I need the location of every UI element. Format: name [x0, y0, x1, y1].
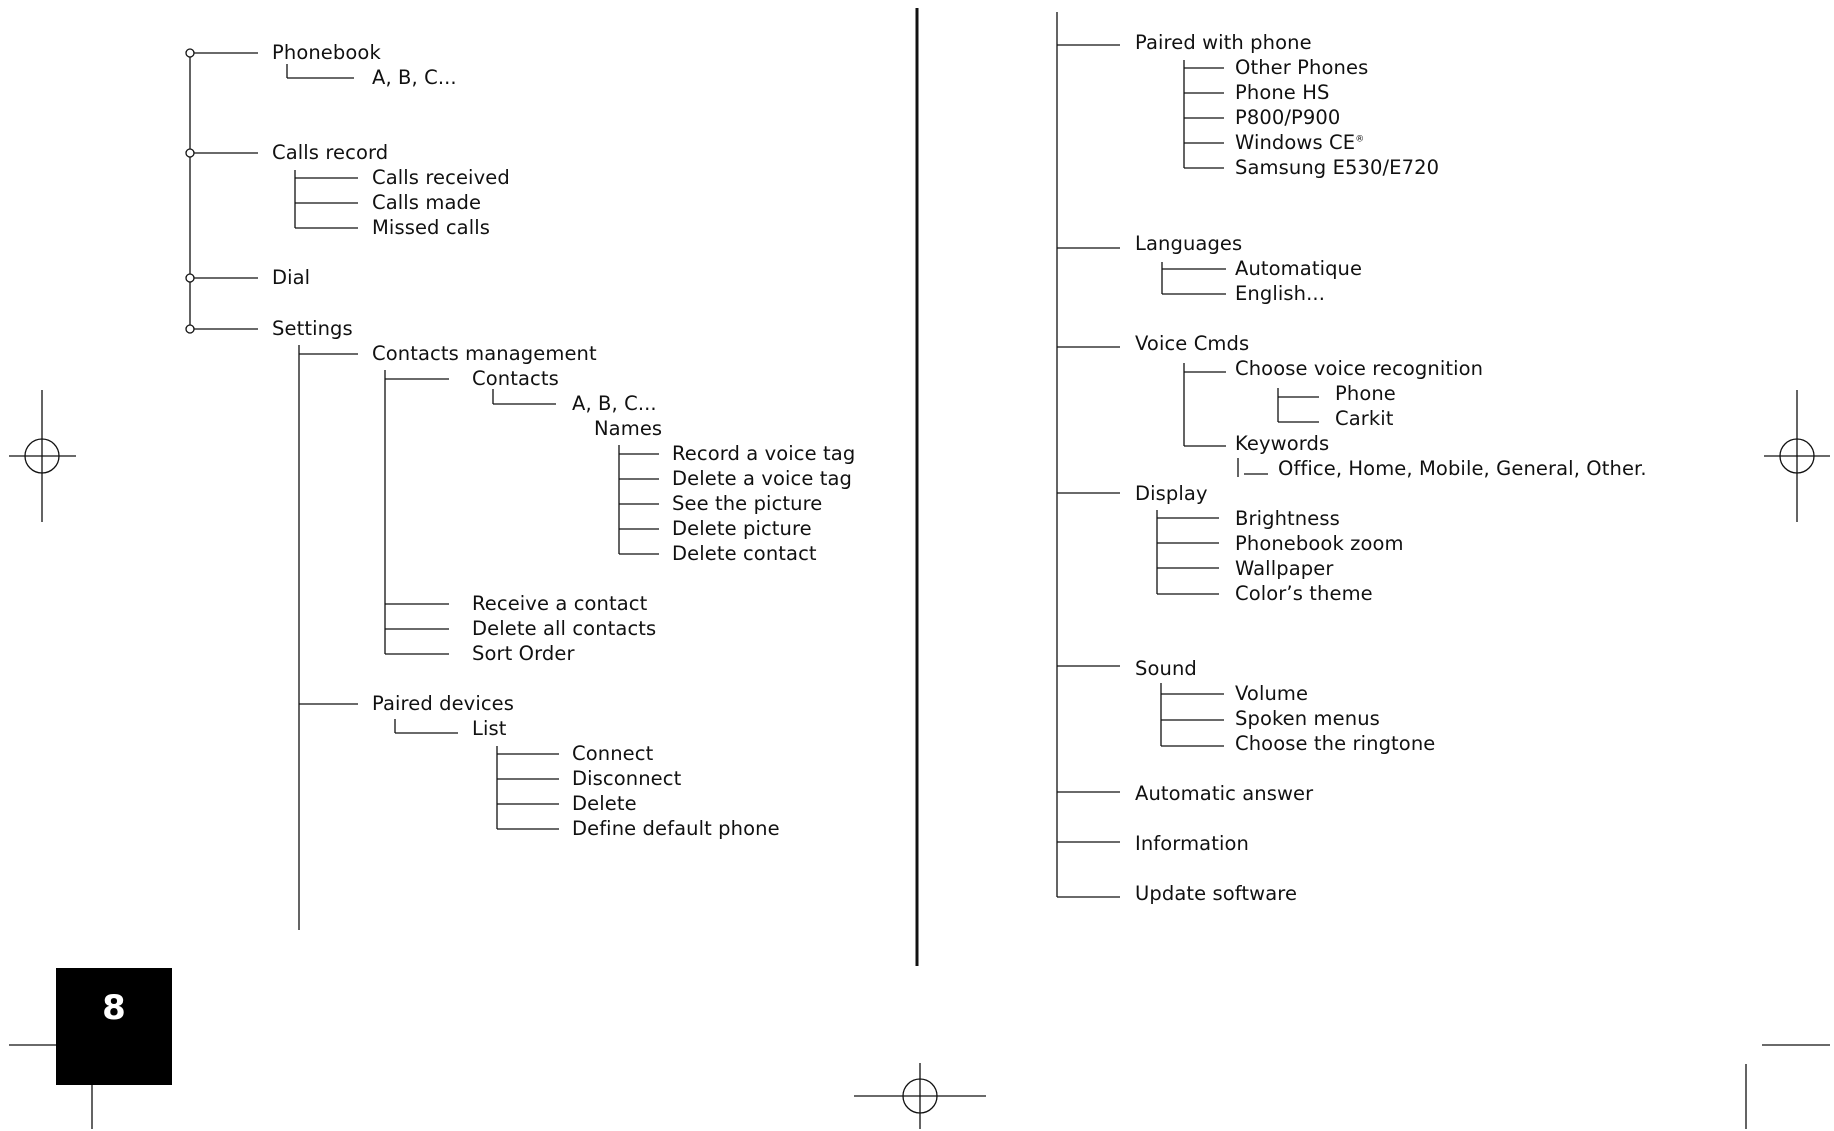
node-delete-contact: Delete contact: [672, 542, 817, 565]
node-languages: Languages: [1135, 232, 1243, 255]
node-spoken-menus: Spoken menus: [1235, 707, 1380, 730]
node-paired-with-phone: Paired with phone: [1135, 31, 1312, 54]
node-list: List: [472, 717, 507, 740]
node-windows-ce-label: Windows CE: [1235, 131, 1356, 154]
node-phone-hs: Phone HS: [1235, 81, 1330, 104]
node-disconnect: Disconnect: [572, 767, 682, 790]
node-information: Information: [1135, 832, 1249, 855]
node-display: Display: [1135, 482, 1208, 505]
node-sort-order: Sort Order: [472, 642, 575, 665]
node-brightness: Brightness: [1235, 507, 1340, 530]
node-wallpaper: Wallpaper: [1235, 557, 1334, 580]
node-paired-devices: Paired devices: [372, 692, 515, 715]
node-receive-contact: Receive a contact: [472, 592, 648, 615]
node-voice-carkit: Carkit: [1335, 407, 1394, 430]
node-names: Names: [594, 417, 663, 440]
node-dial: Dial: [272, 266, 311, 289]
node-choose-ringtone: Choose the ringtone: [1235, 732, 1436, 755]
node-contacts-management: Contacts management: [372, 342, 597, 365]
node-delete-voice-tag: Delete a voice tag: [672, 467, 852, 490]
registered-mark: ®: [1355, 134, 1365, 145]
node-missed-calls: Missed calls: [372, 216, 490, 239]
node-delete-all-contacts: Delete all contacts: [472, 617, 657, 640]
node-english: English...: [1235, 282, 1326, 305]
node-phonebook-zoom: Phonebook zoom: [1235, 532, 1404, 555]
node-automatique: Automatique: [1235, 257, 1363, 280]
node-automatic-answer: Automatic answer: [1135, 782, 1314, 805]
node-contacts-abc: A, B, C...: [572, 392, 657, 415]
node-delete: Delete: [572, 792, 637, 815]
node-delete-picture: Delete picture: [672, 517, 812, 540]
node-sound: Sound: [1135, 657, 1197, 680]
node-voice-phone: Phone: [1335, 382, 1396, 405]
page-number: 8: [102, 988, 126, 1028]
node-volume: Volume: [1235, 682, 1309, 705]
node-keywords: Keywords: [1235, 432, 1330, 455]
node-settings: Settings: [272, 317, 353, 340]
node-other-phones: Other Phones: [1235, 56, 1369, 79]
node-connect: Connect: [572, 742, 654, 765]
node-choose-voice-recognition: Choose voice recognition: [1235, 357, 1484, 380]
node-samsung: Samsung E530/E720: [1235, 156, 1440, 179]
node-windows-ce: Windows CE®: [1235, 131, 1364, 155]
node-update-software: Update software: [1135, 882, 1298, 905]
node-define-default-phone: Define default phone: [572, 817, 780, 840]
node-p800-p900: P800/P900: [1235, 106, 1341, 129]
node-phonebook-abc: A, B, C...: [372, 66, 457, 89]
node-contacts: Contacts: [472, 367, 559, 390]
node-calls-received: Calls received: [372, 166, 510, 189]
node-record-voice-tag: Record a voice tag: [672, 442, 856, 465]
page-number-box: 8: [56, 968, 172, 1085]
node-voice-cmds: Voice Cmds: [1135, 332, 1250, 355]
node-calls-made: Calls made: [372, 191, 482, 214]
node-see-picture: See the picture: [672, 492, 823, 515]
node-keywords-list: Office, Home, Mobile, General, Other.: [1278, 457, 1647, 480]
node-phonebook: Phonebook: [272, 41, 381, 64]
node-calls-record: Calls record: [272, 141, 389, 164]
node-color-theme: Color’s theme: [1235, 582, 1373, 605]
